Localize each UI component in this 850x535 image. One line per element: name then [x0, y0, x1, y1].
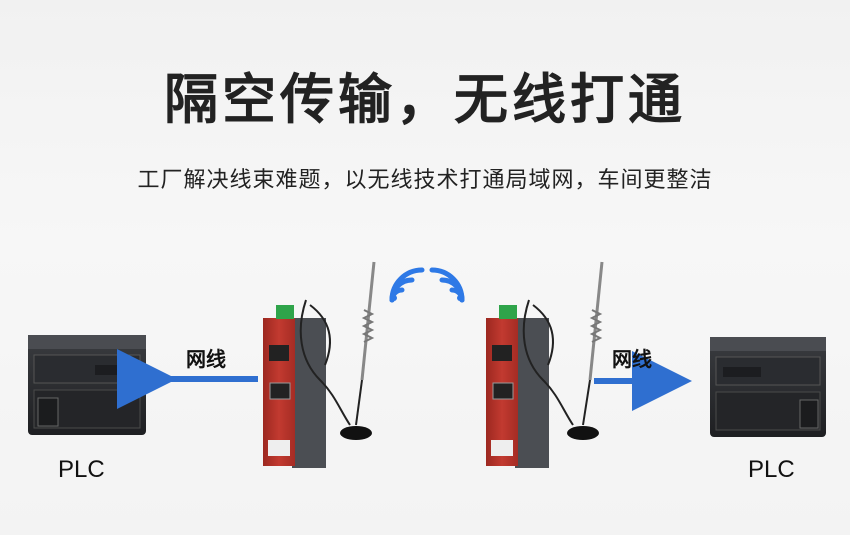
- right-plc-label: PLC: [748, 456, 795, 483]
- headline: 隔空传输，无线打通: [164, 68, 686, 131]
- right-cable-label: 网线: [612, 347, 652, 371]
- right-wireless-router: [486, 261, 604, 468]
- subheadline: 工厂解决线束难题，以无线技术打通局域网，车间更整洁: [137, 168, 713, 193]
- wifi-signal-icon-right: [429, 267, 465, 303]
- left-plc-device: [28, 335, 146, 435]
- left-cable-label: 网线: [186, 347, 226, 371]
- left-wireless-router: [263, 261, 376, 468]
- left-plc-label: PLC: [58, 456, 105, 483]
- wifi-signal-icon-left: [389, 267, 425, 303]
- right-plc-device: [710, 337, 826, 437]
